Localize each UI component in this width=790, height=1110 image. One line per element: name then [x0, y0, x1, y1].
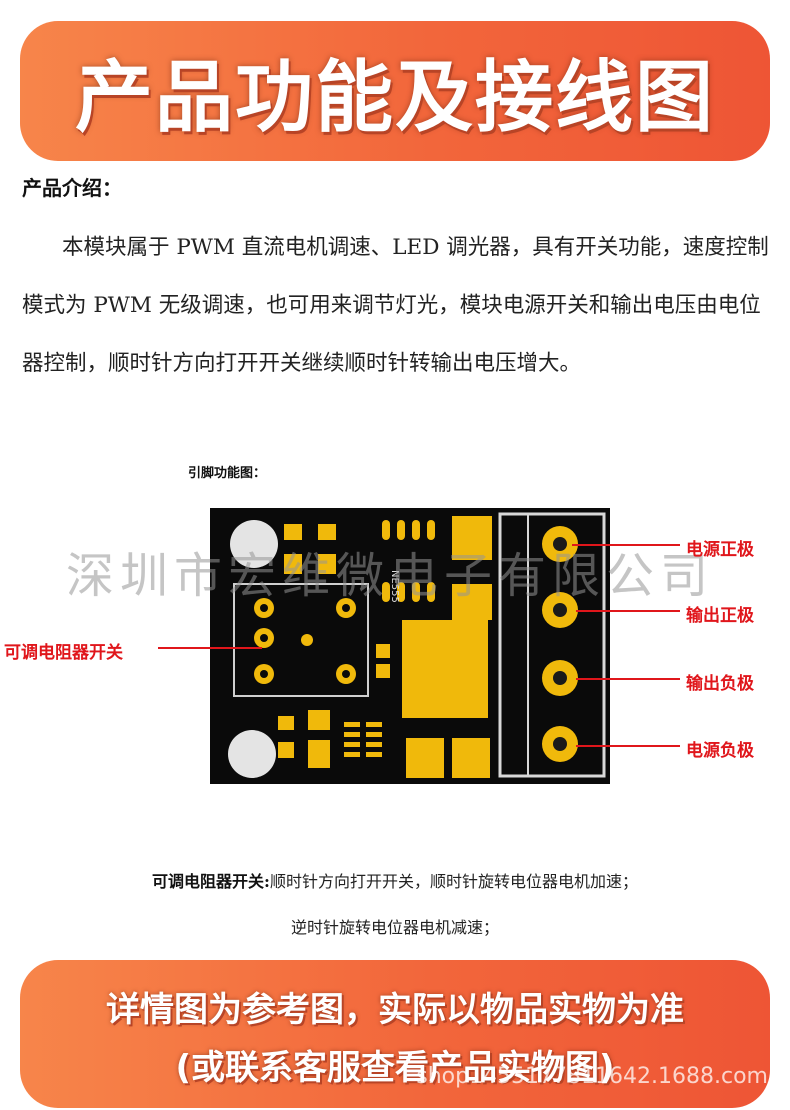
pointer-output-negative — [576, 678, 680, 680]
note-line-1: 可调电阻器开关:顺时针方向打开开关，顺时针旋转电位器电机加速； — [0, 868, 790, 892]
pointer-output-positive — [576, 610, 680, 612]
intro-paragraph: 本模块属于 PWM 直流电机调速、LED 调光器，具有开关功能，速度控制模式为 … — [22, 235, 769, 376]
company-watermark: 深圳市宏维微电子有限公司 — [66, 548, 715, 604]
label-power-negative: 电源负极 — [686, 741, 754, 761]
bottom-banner: 详情图为参考图，实际以物品实物为准 (或联系客服查看产品实物图) — [20, 960, 770, 1108]
label-power-positive: 电源正极 — [686, 540, 754, 560]
page-title: 产品功能及接线图 — [74, 53, 715, 143]
label-output-negative: 输出负极 — [686, 674, 754, 694]
pinout-caption: 引脚功能图： — [188, 466, 267, 481]
pcb-board-image: NE555 — [210, 508, 610, 784]
pcb-illustration: NE555 — [210, 508, 610, 784]
pointer-power-negative — [576, 745, 680, 747]
note-label: 可调电阻器开关: — [152, 872, 270, 891]
top-banner: 产品功能及接线图 — [20, 21, 770, 161]
shop-url-watermark: shop1455177811642.1688.com — [416, 1064, 768, 1089]
label-output-positive: 输出正极 — [686, 606, 754, 626]
disclaimer-line-2: (或联系客服查看产品实物图) — [175, 1048, 615, 1088]
label-pot-switch: 可调电阻器开关 — [4, 643, 123, 663]
disclaimer-line-1: 详情图为参考图，实际以物品实物为准 — [106, 990, 684, 1030]
chip-marking: NE555 — [389, 570, 400, 603]
intro-heading: 产品介绍： — [22, 176, 122, 200]
pointer-power-positive — [572, 544, 680, 546]
pointer-pot-switch — [158, 647, 262, 649]
note-line-2: 逆时针旋转电位器电机减速； — [290, 918, 499, 937]
note-text-1: 顺时针方向打开开关，顺时针旋转电位器电机加速； — [269, 872, 638, 891]
